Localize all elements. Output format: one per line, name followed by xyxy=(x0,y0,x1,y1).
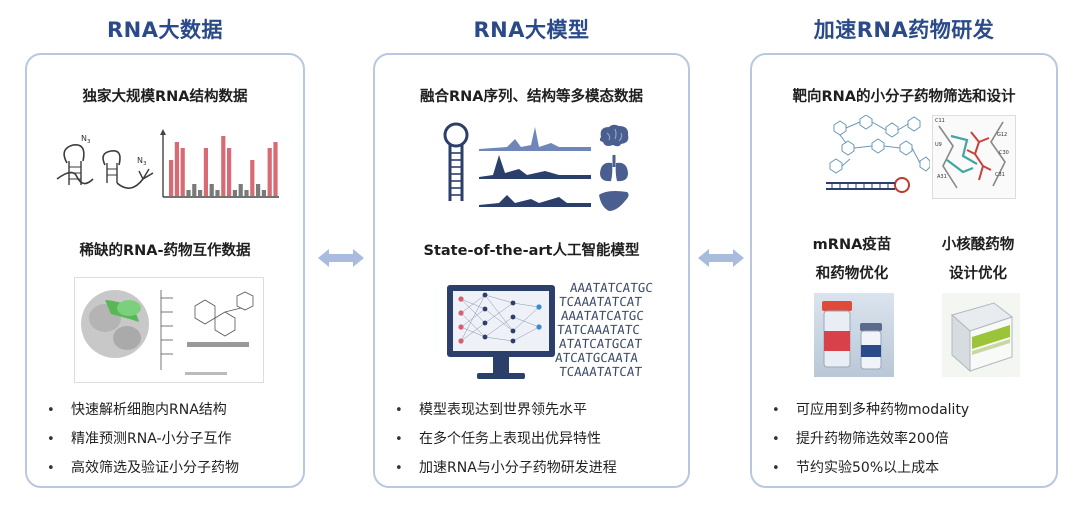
chart-bar xyxy=(244,190,249,196)
sequence-line: ATATCATGCAT xyxy=(558,336,643,351)
small-molecule-cloud-illustration xyxy=(826,115,930,193)
chart-bar xyxy=(198,190,203,196)
chart-bar xyxy=(174,142,179,196)
panel-accelerate-rna-drug: 靶向RNA的小分子药物筛选和设计 xyxy=(750,53,1058,488)
double-arrow-icon xyxy=(698,249,744,267)
rna-hairpin-icon xyxy=(443,122,469,201)
neural-network-monitor xyxy=(447,285,555,379)
sub-heading-mrna-vaccine: mRNA疫苗 和药物优化 xyxy=(792,231,912,289)
panel-rna-big-data: 独家大规模RNA结构数据 N 3 N 3 稀缺的RNA-药物互作数据 xyxy=(25,53,305,488)
chart-bar xyxy=(209,184,214,196)
bullet-list-rna-big-model: 模型表现达到世界领先水平 在多个任务上表现出优异特性 加速RNA与小分子药物研发… xyxy=(375,396,688,483)
liver-icon xyxy=(599,191,629,211)
chart-bar xyxy=(261,190,266,196)
sub-heading-line: 设计优化 xyxy=(949,266,1007,282)
nucleic-acid-drug-box-photo xyxy=(942,293,1020,377)
svg-text:U9: U9 xyxy=(935,142,942,148)
svg-text:C31: C31 xyxy=(995,172,1005,178)
bullet-item: 精准预测RNA-小分子互作 xyxy=(47,425,303,454)
heading-ai-model: State-of-the-art人工智能模型 xyxy=(423,243,640,259)
heading-small-molecule-screening: 靶向RNA的小分子药物筛选和设计 xyxy=(792,89,1016,105)
protein-molecule-image xyxy=(74,277,264,383)
sub-heading-line: mRNA疫苗 xyxy=(812,237,892,253)
rna-structure-bar-chart xyxy=(160,129,279,198)
chart-bar xyxy=(180,148,185,196)
column-title-rna-big-model: RNA大模型 xyxy=(473,18,590,42)
double-arrow-icon xyxy=(318,249,364,267)
chart-y-axis-arrow xyxy=(160,129,166,135)
chart-bar xyxy=(238,184,243,196)
rna-sequence-text: AAATATCATGC TCAAATATCAT AAATATCATGC TATC… xyxy=(554,281,689,381)
brain-icon xyxy=(599,124,629,147)
panel-rna-big-model: 融合RNA序列、结构等多模态数据 State-of-the-art人工智能模型 xyxy=(373,53,690,488)
bullet-item: 在多个任务上表现出优异特性 xyxy=(395,425,688,454)
rna-structure-illustration: N 3 N 3 xyxy=(56,134,154,189)
sub-heading-small-nucleic-acid: 小核酸药物 设计优化 xyxy=(918,231,1038,289)
chart-bar xyxy=(169,160,174,196)
svg-text:A31: A31 xyxy=(937,174,947,180)
chart-bar xyxy=(267,148,272,196)
lungs-icon xyxy=(600,155,628,182)
multimodal-signal-tracks xyxy=(479,127,591,207)
sequence-line: AAATATCATGC xyxy=(560,308,645,323)
chart-bar xyxy=(227,148,232,196)
heading-multimodal-data: 融合RNA序列、结构等多模态数据 xyxy=(419,89,644,105)
sequence-line: AAATATCATGC xyxy=(569,281,654,295)
bullet-item: 快速解析细胞内RNA结构 xyxy=(47,396,303,425)
chart-bar xyxy=(250,160,255,196)
heading-rna-structure-data: 独家大规模RNA结构数据 xyxy=(82,89,248,105)
chart-bar xyxy=(186,190,191,196)
vaccine-vials-photo xyxy=(814,293,894,377)
bullet-list-rna-big-data: 快速解析细胞内RNA结构 精准预测RNA-小分子互作 高效筛选及验证小分子药物 xyxy=(27,396,303,483)
heading-rna-drug-interaction-data: 稀缺的RNA-药物互作数据 xyxy=(79,243,251,259)
bullet-item: 节约实验50%以上成本 xyxy=(772,454,1056,483)
chart-bar xyxy=(273,142,278,196)
sequence-line: ATCATGCAATA xyxy=(554,350,639,365)
bullet-item: 可应用到多种药物modality xyxy=(772,396,1056,425)
bullet-item: 模型表现达到世界领先水平 xyxy=(395,396,688,425)
svg-text:N: N xyxy=(137,156,143,165)
bullet-item: 高效筛选及验证小分子药物 xyxy=(47,454,303,483)
chart-bar xyxy=(256,184,261,196)
sequence-line: TCAAATATCAT xyxy=(558,364,643,379)
chart-bar xyxy=(215,190,220,196)
chart-bar xyxy=(203,148,208,196)
svg-text:C11: C11 xyxy=(935,118,945,124)
sub-heading-line: 和药物优化 xyxy=(815,266,889,282)
bullet-item: 提升药物筛选效率200倍 xyxy=(772,425,1056,454)
svg-text:3: 3 xyxy=(143,161,147,167)
sub-heading-line: 小核酸药物 xyxy=(941,237,1015,253)
svg-text:N: N xyxy=(81,134,87,143)
sequence-line: TCAAATATCAT xyxy=(558,294,643,309)
chart-bar xyxy=(221,136,226,196)
column-title-rna-big-data: RNA大数据 xyxy=(107,18,223,42)
chart-bar xyxy=(192,184,197,196)
bullet-list-accelerate-rna-drug: 可应用到多种药物modality 提升药物筛选效率200倍 节约实验50%以上成… xyxy=(752,396,1056,483)
svg-text:C30: C30 xyxy=(999,150,1009,156)
bullet-item: 加速RNA与小分子药物研发进程 xyxy=(395,454,688,483)
svg-text:3: 3 xyxy=(87,139,91,145)
chart-bar xyxy=(232,190,237,196)
sequence-line: TATCAAATATC xyxy=(556,322,641,337)
svg-text:G12: G12 xyxy=(997,132,1007,138)
column-title-accelerate-rna-drug: 加速RNA药物研发 xyxy=(813,18,995,42)
